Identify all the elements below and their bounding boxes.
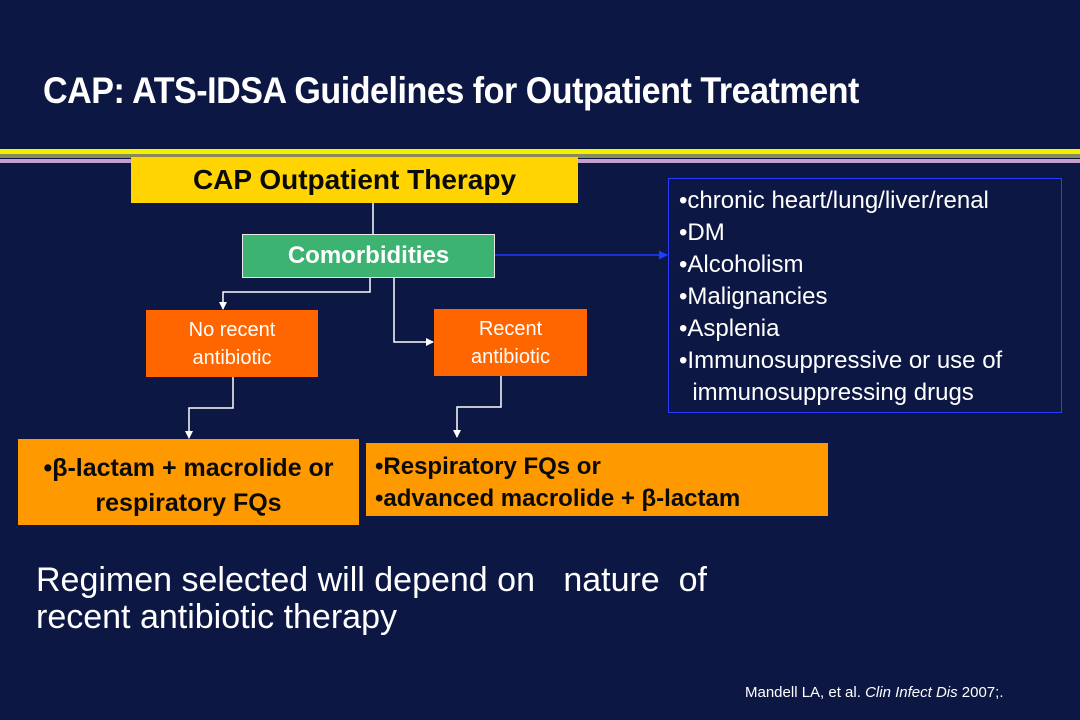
no-recent-regimen-line1: •β-lactam + macrolide or <box>43 454 334 482</box>
no-recent-regimen-line2: respiratory FQs <box>95 489 282 517</box>
no-recent-antibiotic-box: No recent antibiotic <box>146 310 318 377</box>
comorbidity-item: •DM <box>679 219 725 246</box>
connector-no-recent-to-regimen <box>185 377 234 439</box>
citation-journal: Clin Infect Dis <box>865 684 958 701</box>
citation: Mandell LA, et al. Clin Infect Dis 2007;… <box>745 684 1003 701</box>
slide-title: CAP: ATS-IDSA Guidelines for Outpatient … <box>43 70 859 111</box>
recent-label-line2: antibiotic <box>471 345 550 368</box>
comorbidity-item: •Immunosuppressive or use of <box>679 347 1003 374</box>
comorbidities-box: Comorbidities <box>242 234 495 278</box>
title-rule-yellow <box>0 149 1080 154</box>
no-recent-regimen-box: •β-lactam + macrolide or respiratory FQs <box>18 439 359 525</box>
cap-outpatient-therapy-box: CAP Outpatient Therapy <box>131 157 578 203</box>
connector-recent-to-regimen <box>453 376 502 438</box>
recent-regimen-box: •Respiratory FQs or •advanced macrolide … <box>366 443 828 516</box>
comorbidity-list-box: •chronic heart/lung/liver/renal •DM •Alc… <box>668 178 1062 413</box>
recent-antibiotic-box: Recent antibiotic <box>434 309 587 376</box>
recent-regimen-line1: •Respiratory FQs or <box>375 453 601 480</box>
connector-decision-to-recent <box>393 278 434 346</box>
connector-decision-to-no-recent <box>219 278 371 310</box>
conclusion-text: Regimen selected will depend on nature o… <box>36 561 707 636</box>
comorbidity-item: •Asplenia <box>679 315 780 342</box>
no-recent-label-line2: antibiotic <box>192 346 272 369</box>
recent-label-line1: Recent <box>478 317 543 340</box>
citation-authors: Mandell LA, et al. <box>745 684 866 701</box>
comorbidity-item: •chronic heart/lung/liver/renal <box>679 187 989 214</box>
comorbidity-item: immunosuppressing drugs <box>679 379 974 406</box>
title-rule-olive <box>0 154 1080 158</box>
citation-year: 2007;. <box>957 684 1004 701</box>
recent-regimen-line2: •advanced macrolide + β-lactam <box>375 485 741 512</box>
comorbidity-item: •Alcoholism <box>679 251 804 278</box>
comorbidity-item: •Malignancies <box>679 283 828 310</box>
no-recent-label-line1: No recent <box>188 318 276 341</box>
